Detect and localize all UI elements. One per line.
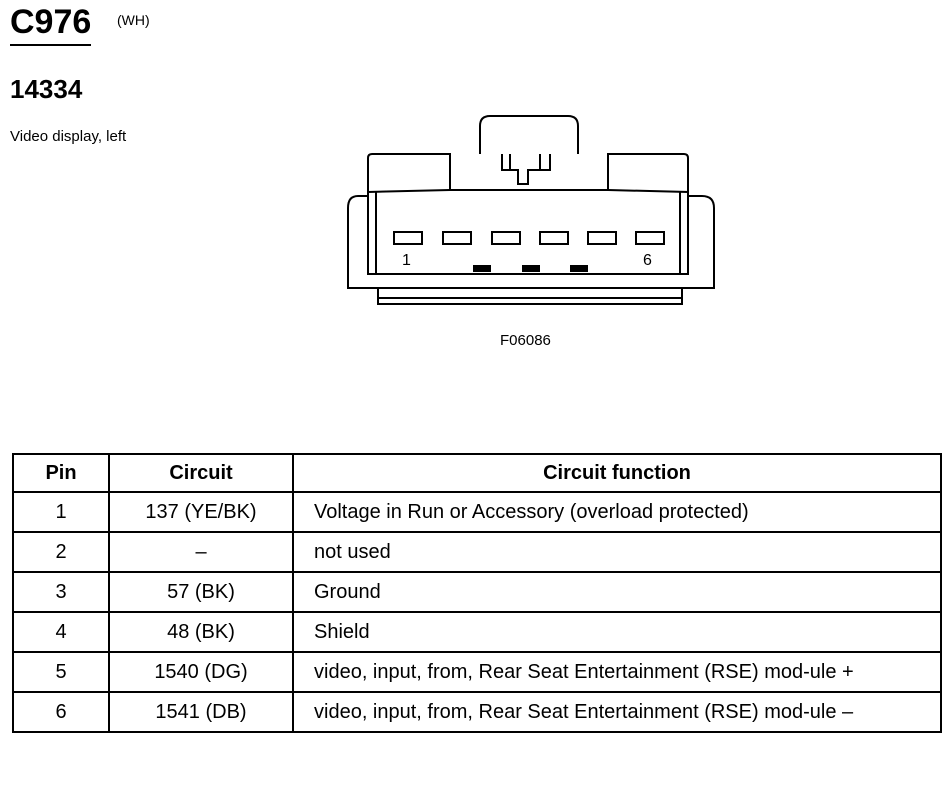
circuit-cell: 48 (BK) <box>108 611 294 653</box>
connector-description: Video display, left <box>10 128 127 145</box>
column-header-circuit-function: Circuit function <box>292 453 942 493</box>
pin-cavity <box>393 231 423 245</box>
pin-cell: 6 <box>12 691 110 733</box>
circuit-function-cell: not used <box>292 531 942 573</box>
pin-cell: 3 <box>12 571 110 613</box>
figure-code: F06086 <box>500 332 551 349</box>
pinout-table: Pin Circuit Circuit function 1 137 (YE/B… <box>12 453 942 733</box>
circuit-cell: 1540 (DG) <box>108 651 294 693</box>
pin-cavity <box>491 231 521 245</box>
table-row: 4 48 (BK) Shield <box>12 611 942 653</box>
pin-cell: 1 <box>12 491 110 533</box>
table-row: 6 1541 (DB) video, input, from, Rear Sea… <box>12 691 942 733</box>
pin-cell: 4 <box>12 611 110 653</box>
part-number: 14334 <box>10 74 83 104</box>
circuit-cell: 137 (YE/BK) <box>108 491 294 533</box>
table-row: 1 137 (YE/BK) Voltage in Run or Accessor… <box>12 491 942 533</box>
connector-id: C976 <box>10 2 92 46</box>
circuit-function-cell: video, input, from, Rear Seat Entertainm… <box>292 691 942 733</box>
table-header-row: Pin Circuit Circuit function <box>12 453 942 493</box>
pin-cavity <box>539 231 569 245</box>
circuit-cell: 57 (BK) <box>108 571 294 613</box>
column-header-circuit: Circuit <box>108 453 294 493</box>
circuit-function-cell: Ground <box>292 571 942 613</box>
pin-label-last: 6 <box>643 252 652 269</box>
circuit-function-cell: Voltage in Run or Accessory (overload pr… <box>292 491 942 533</box>
pin-cavity <box>587 231 617 245</box>
pin-cavity <box>635 231 665 245</box>
pin-cell: 5 <box>12 651 110 693</box>
column-header-pin: Pin <box>12 453 110 493</box>
table-row: 2 – not used <box>12 531 942 573</box>
circuit-cell: – <box>108 531 294 573</box>
pin-cell: 2 <box>12 531 110 573</box>
pin-label-first: 1 <box>402 252 411 269</box>
circuit-function-cell: Shield <box>292 611 942 653</box>
connector-color-code: (WH) <box>117 12 150 28</box>
circuit-function-cell: video, input, from, Rear Seat Entertainm… <box>292 651 942 693</box>
connector-face-diagram: 1 6 <box>347 115 715 305</box>
table-row: 3 57 (BK) Ground <box>12 571 942 613</box>
table-row: 5 1540 (DG) video, input, from, Rear Sea… <box>12 651 942 693</box>
circuit-cell: 1541 (DB) <box>108 691 294 733</box>
pin-cavity <box>442 231 472 245</box>
